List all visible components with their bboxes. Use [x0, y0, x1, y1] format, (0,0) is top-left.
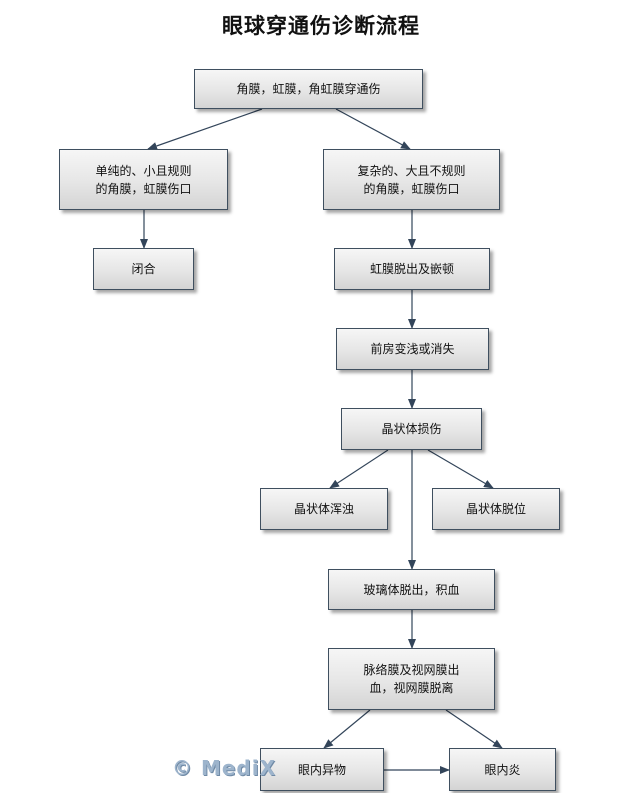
node-intraocular-foreign-body: 眼内异物 — [260, 748, 384, 791]
node-endophthalmitis: 眼内炎 — [449, 748, 556, 791]
arrow-n11-n12 — [323, 709, 371, 749]
arrow-n7-n9 — [427, 449, 494, 489]
arrow-n1-n2 — [147, 108, 263, 150]
node-choroid-retina-hemorrhage-detachment: 脉络膜及视网膜出 血，视网膜脱离 — [328, 648, 495, 710]
node-lens-injury: 晶状体损伤 — [341, 408, 482, 450]
node-lens-dislocation: 晶状体脱位 — [432, 488, 560, 530]
arrow-n11-n13 — [445, 709, 503, 749]
watermark-logo: © MediX — [172, 756, 277, 780]
node-corneal-iris-penetrating-injury: 角膜，虹膜，角虹膜穿通伤 — [194, 69, 423, 109]
node-lens-opacity: 晶状体浑浊 — [260, 488, 388, 530]
node-simple-small-regular-wound: 单纯的、小且规则 的角膜，虹膜伤口 — [59, 149, 228, 210]
node-complex-large-irregular-wound: 复杂的、大且不规则 的角膜，虹膜伤口 — [323, 149, 500, 210]
node-shallow-or-absent-anterior-chamber: 前房变浅或消失 — [336, 328, 489, 370]
node-iris-prolapse-incarceration: 虹膜脱出及嵌顿 — [334, 248, 490, 290]
arrow-n1-n3 — [335, 108, 411, 150]
page-title: 眼球穿通伤诊断流程 — [222, 14, 420, 38]
node-closure: 闭合 — [93, 248, 194, 290]
arrow-n7-n8 — [329, 449, 389, 489]
node-vitreous-prolapse-hemorrhage: 玻璃体脱出，积血 — [328, 569, 495, 610]
